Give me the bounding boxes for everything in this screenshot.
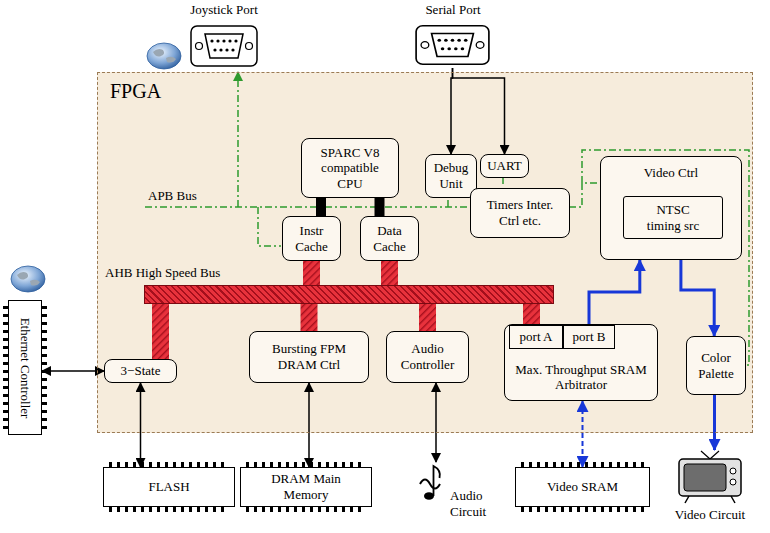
node-label: UART (487, 158, 522, 174)
audio-circuit: Audio Circuit (418, 462, 454, 502)
globe-icon (11, 266, 45, 292)
dram-ctrl-box: Bursting FPM DRAM Ctrl (249, 331, 369, 383)
connector (152, 304, 169, 359)
timers-box: Timers Inter. Ctrl etc. (470, 188, 570, 238)
flash-chip: FLASH (103, 467, 235, 507)
audio-note-symbol (418, 462, 454, 502)
uart-box: UART (480, 154, 529, 178)
connector (140, 383, 142, 467)
connector (42, 370, 104, 372)
node-label: SPARC V8 compatible CPU (312, 145, 388, 192)
connector (419, 304, 436, 331)
cache-box: Data Cache (360, 216, 419, 261)
node-label: Timers Inter. Ctrl etc. (485, 197, 555, 228)
connector (523, 304, 540, 325)
cpu-box: SPARC V8 compatible CPU (301, 138, 399, 198)
node-label: Bursting FPM DRAM Ctrl (259, 341, 359, 372)
node-label: NTSC timing src (638, 202, 708, 233)
connector (582, 401, 584, 467)
node-label: AHB High Speed Bus (105, 265, 220, 281)
apb-wire (447, 197, 449, 207)
db9-connector-symbol (415, 22, 490, 68)
node-label: Ethernet Controller (17, 317, 33, 418)
sram-arbitrator-box: Max. Throughput SRAM Arbitrator port A por… (504, 324, 658, 401)
apb-wire (258, 207, 281, 246)
connector (301, 304, 318, 331)
node-label: Color Palette (691, 350, 741, 381)
node-label: Max. Throughput SRAM Arbitrator (505, 362, 657, 393)
connector (375, 198, 385, 216)
connector (453, 68, 505, 154)
connector (589, 260, 640, 325)
apb-joystick-wire (237, 72, 239, 207)
node-label: Video Circuit (660, 507, 760, 523)
node-label: Audio Circuit (450, 488, 502, 519)
apb-wire (569, 183, 599, 207)
connector (681, 260, 714, 336)
node-label: Video Ctrl (601, 165, 741, 181)
ahb-bus-band: AHB High Speed Bus (144, 285, 554, 304)
connector (435, 383, 437, 462)
globe-icon (147, 43, 181, 69)
ntsc-box: NTSC timing src (623, 196, 723, 239)
node-label: FLASH (148, 479, 189, 495)
node-label: Debug Unit (430, 160, 472, 191)
node-label: Video SRAM (547, 479, 618, 495)
db9-connector-symbol (190, 22, 258, 70)
fpga-region: FPGA SPARC V8 compatible CPU Debug Unit UAR… (97, 72, 753, 433)
tv-symbol (677, 450, 743, 504)
video-ctrl-box: Video CtrlNTSC timing src (600, 156, 742, 260)
node-label: Instr Cache (290, 223, 334, 254)
joystick-port: Joystick Port (190, 22, 258, 70)
connector (308, 383, 310, 467)
tristate-box: 3−State (104, 359, 177, 383)
video-sram-chip: Video SRAM (515, 467, 650, 507)
node-label: port A (520, 329, 553, 345)
node-label: DRAM Main Memory (261, 471, 351, 502)
connector (713, 395, 716, 450)
port-box: port A (509, 325, 563, 349)
connector (303, 261, 320, 285)
debug-unit-box: Debug Unit (425, 154, 477, 198)
node-label: Data Cache (368, 223, 412, 254)
dram-chip: DRAM Main Memory (240, 467, 372, 507)
node-label: Serial Port (403, 2, 503, 18)
node-label: Joystick Port (174, 2, 274, 18)
audio-ctrl-box: Audio Controller (386, 331, 469, 383)
apb-wire (145, 206, 469, 208)
apb-wire (502, 177, 504, 187)
cache-box: Instr Cache (282, 216, 341, 261)
color-palette-box: Color Palette (686, 336, 746, 395)
video-circuit: Video Circuit (677, 450, 743, 504)
node-label: FPGA (110, 79, 161, 103)
ethernet-chip: Ethernet Controller (8, 300, 42, 435)
node-label: 3−State (121, 363, 161, 379)
connector (316, 198, 326, 216)
connector (381, 261, 398, 285)
node-label: port B (573, 329, 606, 345)
node-label: Audio Controller (395, 341, 461, 372)
port-box: port B (563, 325, 615, 349)
serial-port: Serial Port (415, 22, 490, 68)
connector (451, 68, 453, 154)
bus-label: APB Bus (148, 188, 197, 204)
